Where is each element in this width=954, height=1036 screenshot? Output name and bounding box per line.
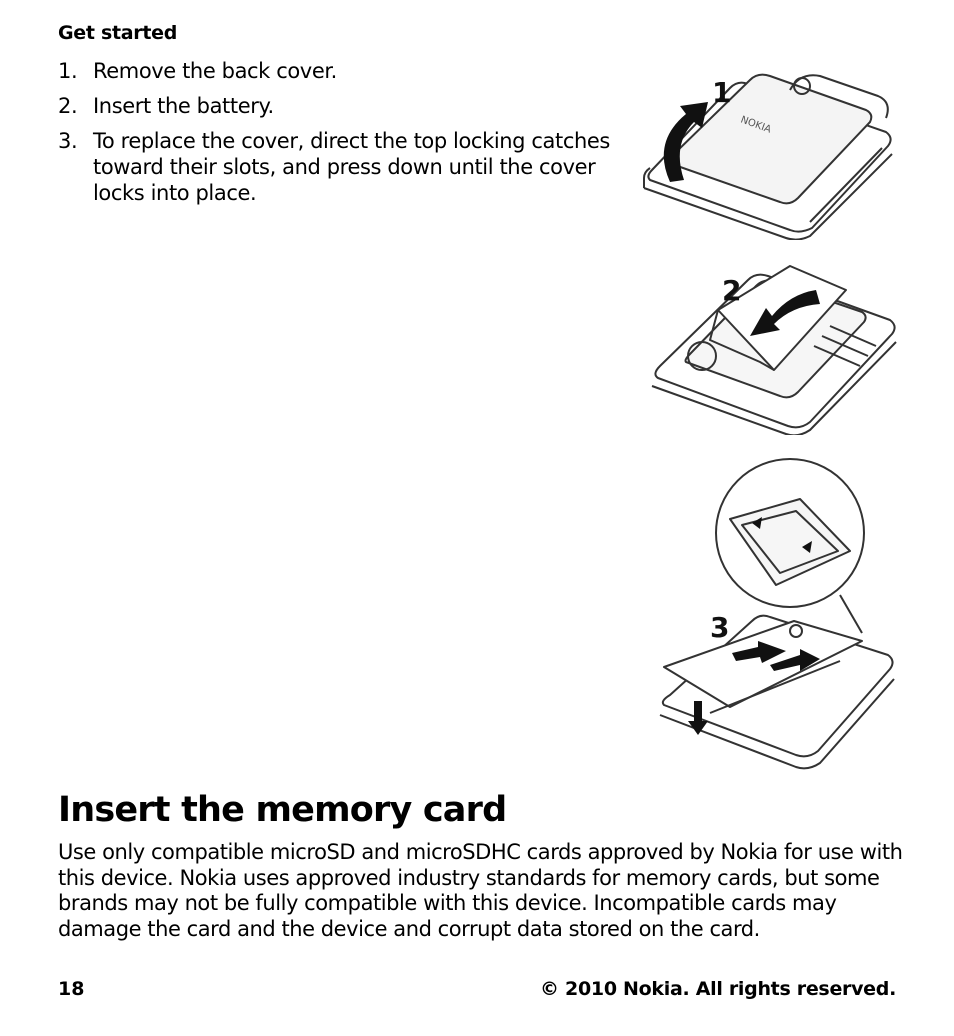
step-text: Insert the battery. [93,94,274,118]
memory-card-body: Use only compatible microSD and microSDH… [58,840,903,941]
svg-text:1: 1 [712,76,731,109]
step-number: 2. [58,94,78,118]
copyright-notice: © 2010 Nokia. All rights reserved. [540,978,896,1000]
svg-text:3: 3 [710,611,729,644]
step-number: 1. [58,59,78,83]
insert-battery-illustration: 2 [651,265,897,435]
step-item: 2. Insert the battery. [58,93,618,119]
svg-text:2: 2 [722,274,741,307]
step-text: To replace the cover, direct the top loc… [93,129,610,205]
step-number: 3. [58,129,78,153]
instruction-steps: 1. Remove the back cover. 2. Insert the … [58,58,618,215]
replace-cover-illustration: 3 [659,458,895,770]
step-item: 1. Remove the back cover. [58,58,618,84]
step-text: Remove the back cover. [93,59,337,83]
page-number: 18 [58,978,85,1000]
remove-cover-illustration: NOKIA 1 [643,73,893,240]
step-item: 3. To replace the cover, direct the top … [58,128,618,206]
memory-card-title: Insert the memory card [58,790,507,830]
section-header: Get started [58,22,178,44]
